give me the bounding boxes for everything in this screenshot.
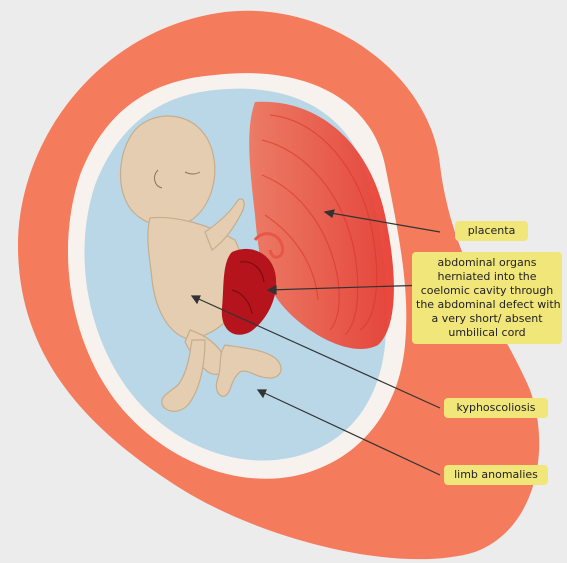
label-herniation-line-3: coelomic cavity through (416, 284, 558, 298)
label-herniation-line-1: abdominal organs (416, 256, 558, 270)
label-kyphoscoliosis: kyphoscoliosis (444, 398, 548, 418)
label-limb-anomalies-text: limb anomalies (451, 468, 541, 482)
label-placenta: placenta (455, 221, 528, 241)
label-placenta-text: placenta (462, 224, 521, 238)
label-herniation: abdominal organs herniated into the coel… (412, 252, 562, 344)
label-herniation-line-4: the abdominal defect with (416, 298, 558, 312)
label-herniation-line-2: herniated into the (416, 270, 558, 284)
label-herniation-line-5: a very short/ absent (416, 312, 558, 326)
label-kyphoscoliosis-text: kyphoscoliosis (451, 401, 541, 415)
label-limb-anomalies: limb anomalies (444, 465, 548, 485)
label-herniation-line-6: umbilical cord (416, 326, 558, 340)
